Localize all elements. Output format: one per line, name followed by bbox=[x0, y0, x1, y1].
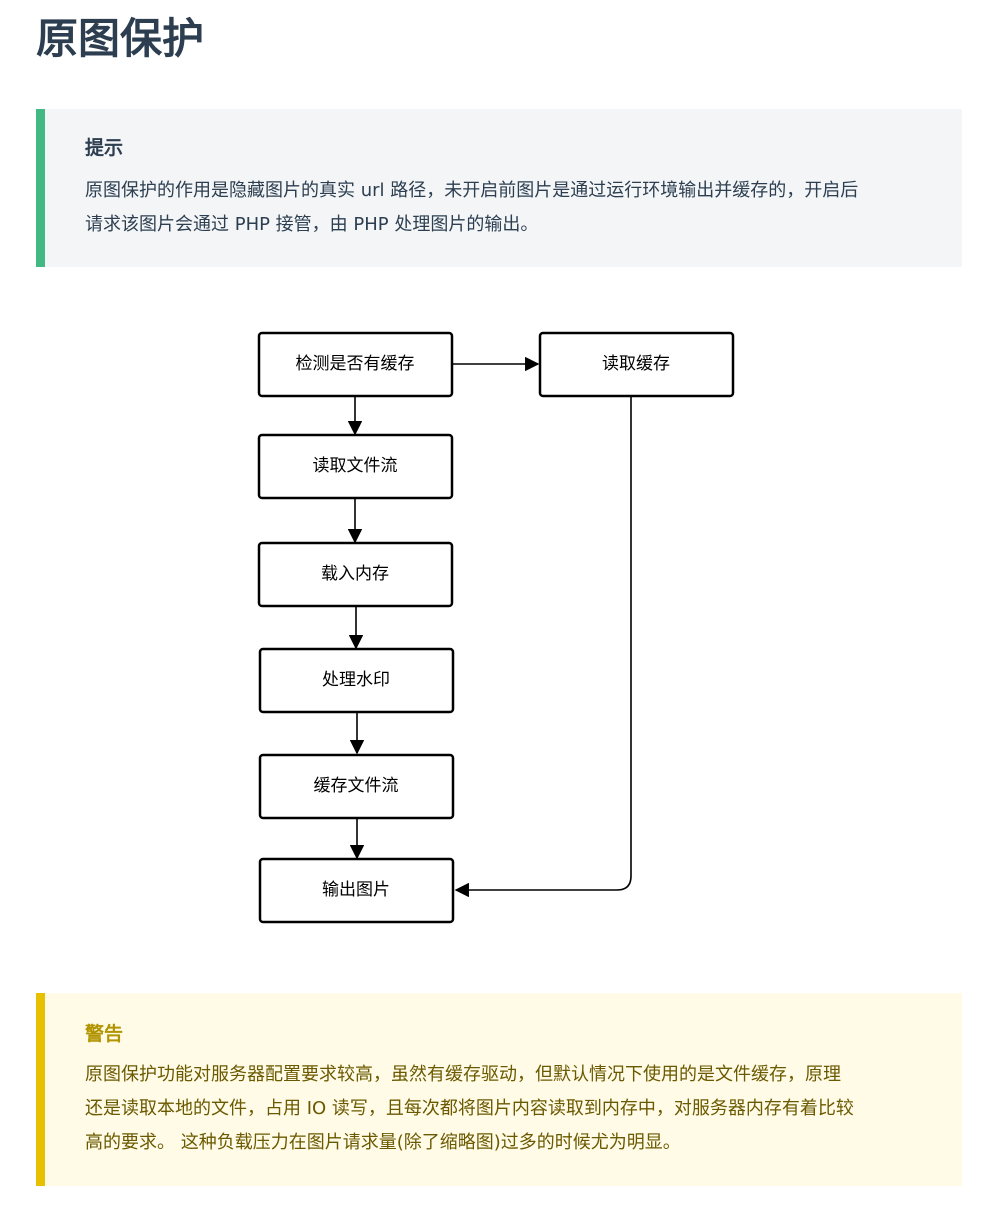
warning-line: 高的要求。 这种负载压力在图片请求量(除了缩略图)过多的时候尤为明显。 bbox=[85, 1132, 681, 1153]
node-output-image: 输出图片 bbox=[258, 857, 455, 924]
node-label: 载入内存 bbox=[321, 564, 389, 584]
node-label: 处理水印 bbox=[322, 670, 390, 690]
warning-line: 还是读取本地的文件，占用 IO 读写，且每次都将图片内容读取到内存中，对服务器内… bbox=[85, 1098, 854, 1119]
tip-line: 原图保护的作用是隐藏图片的真实 url 路径，未开启前图片是通过运行环境输出并缓… bbox=[85, 180, 859, 201]
node-label: 读取文件流 bbox=[313, 456, 398, 476]
node-read-stream: 读取文件流 bbox=[257, 433, 454, 500]
warning-line: 原图保护功能对服务器配置要求较高，虽然有缓存驱动，但默认情况下使用的是文件缓存，… bbox=[85, 1064, 841, 1085]
tip-callout: 提示 原图保护的作用是隐藏图片的真实 url 路径，未开启前图片是通过运行环境输… bbox=[36, 109, 962, 267]
edge-readcache-to-output bbox=[454, 396, 632, 898]
warning-text: 原图保护功能对服务器配置要求较高，虽然有缓存驱动，但默认情况下使用的是文件缓存，… bbox=[85, 1058, 962, 1160]
node-load-memory: 载入内存 bbox=[257, 541, 454, 608]
node-label: 读取缓存 bbox=[602, 354, 670, 374]
page-title: 原图保护 bbox=[36, 14, 205, 63]
node-label: 缓存文件流 bbox=[314, 776, 399, 796]
tip-line: 请求该图片会通过 PHP 接管，由 PHP 处理图片的输出。 bbox=[85, 214, 539, 235]
node-read-cache: 读取缓存 bbox=[538, 331, 735, 398]
node-watermark: 处理水印 bbox=[258, 647, 455, 714]
node-label: 输出图片 bbox=[322, 880, 390, 900]
tip-text: 原图保护的作用是隐藏图片的真实 url 路径，未开启前图片是通过运行环境输出并缓… bbox=[85, 174, 962, 242]
warning-title: 警告 bbox=[85, 1023, 124, 1045]
warning-callout: 警告 原图保护功能对服务器配置要求较高，虽然有缓存驱动，但默认情况下使用的是文件… bbox=[36, 993, 962, 1186]
node-label: 检测是否有缓存 bbox=[296, 354, 415, 374]
node-cache-stream: 缓存文件流 bbox=[258, 753, 455, 820]
tip-title: 提示 bbox=[85, 137, 124, 159]
node-check-cache: 检测是否有缓存 bbox=[257, 331, 454, 398]
